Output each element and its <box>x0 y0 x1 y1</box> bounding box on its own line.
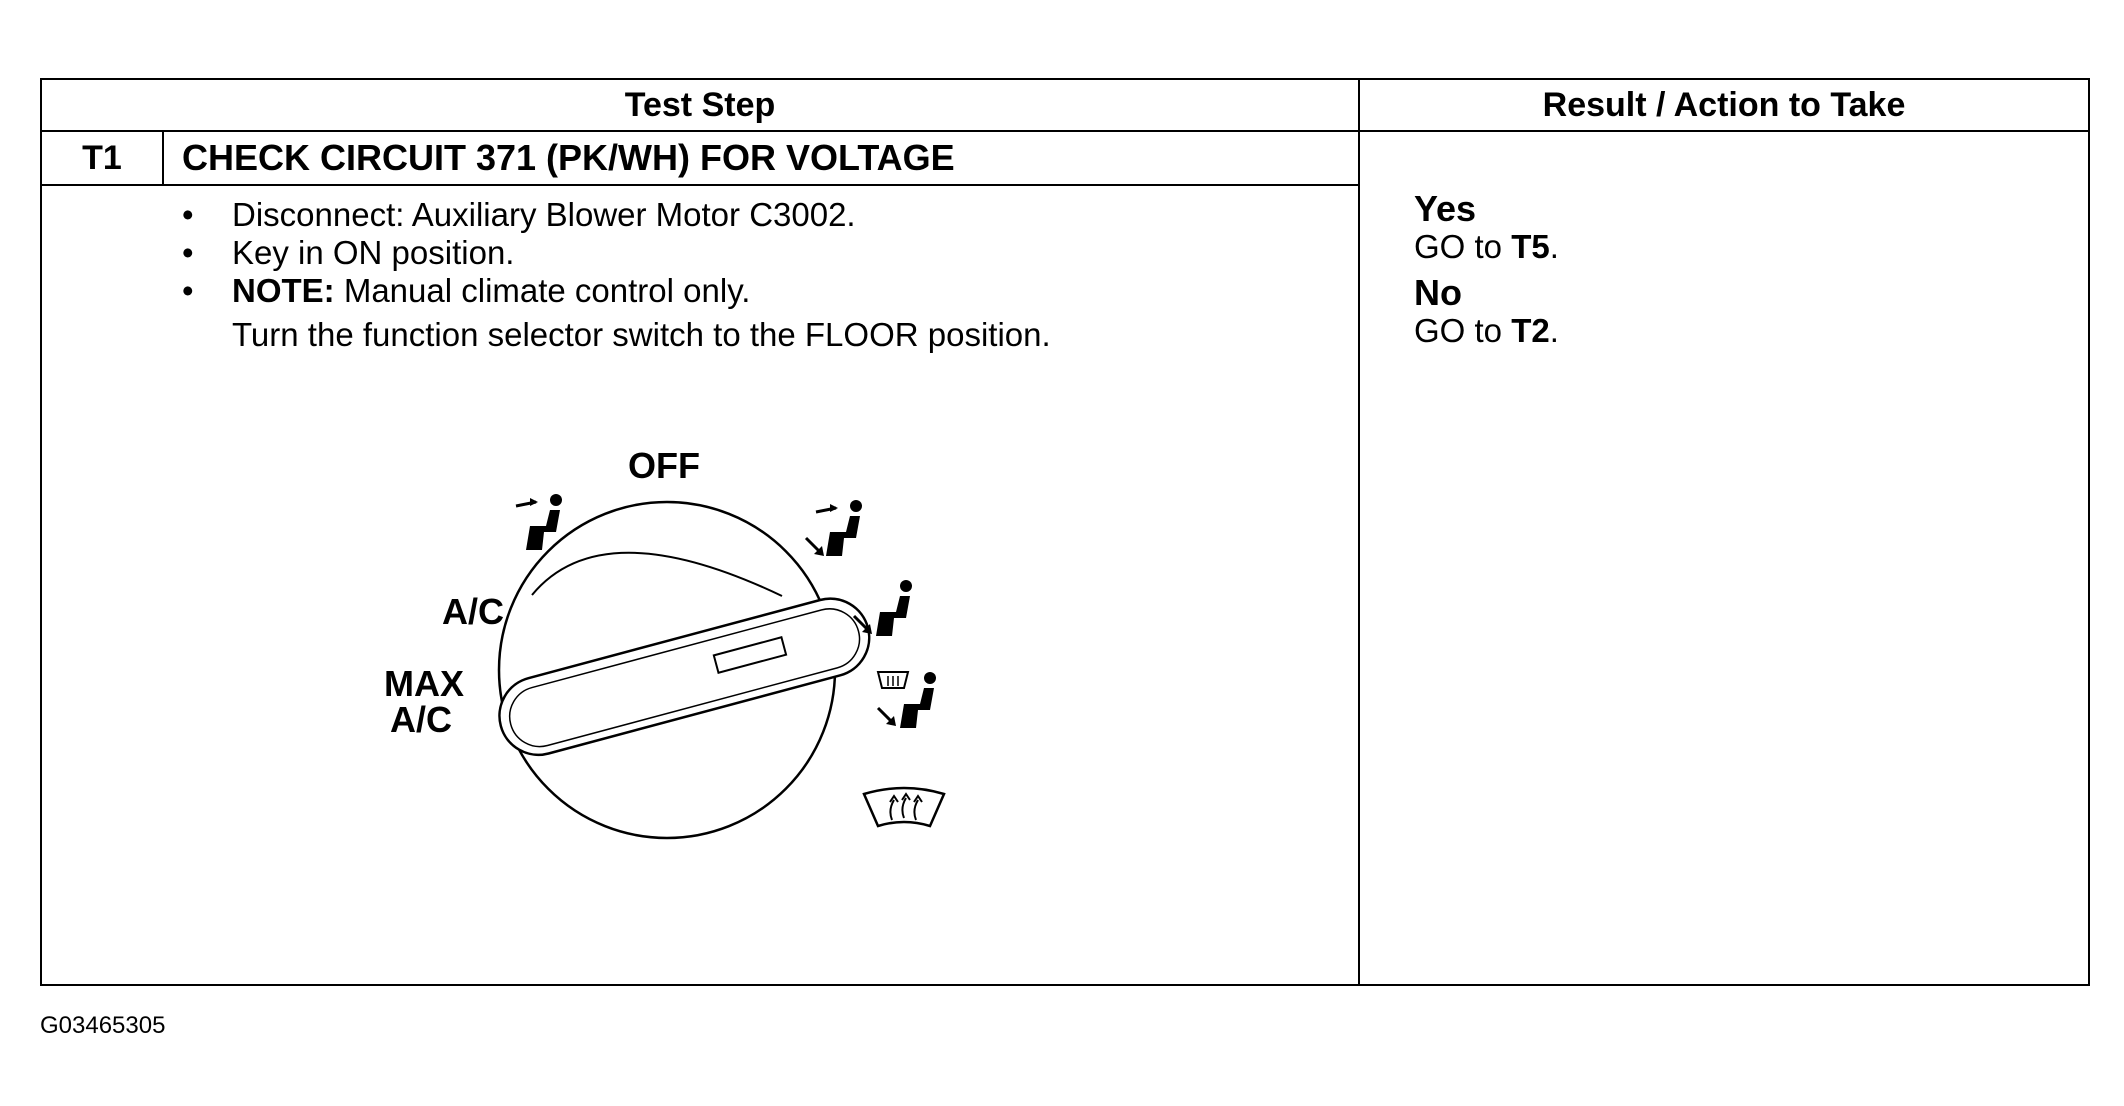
go-target: T5 <box>1511 228 1550 265</box>
test-step-header: Test Step <box>42 80 1358 132</box>
list-item: • Disconnect: Auxiliary Blower Motor C30… <box>172 196 1051 234</box>
knob-rim <box>531 551 783 597</box>
bullet: • <box>182 196 194 233</box>
panel-vent-icon <box>515 494 562 550</box>
result-answer-no: No <box>1414 272 1462 313</box>
go-suffix: . <box>1549 228 1559 265</box>
function-selector-diagram: OFF A/C MAX A/C <box>384 445 946 840</box>
instruction-continuation: Turn the function selector switch to the… <box>232 316 1051 353</box>
go-suffix: . <box>1549 312 1559 349</box>
floor-defrost-icon <box>876 671 936 728</box>
go-prefix: GO to <box>1414 312 1512 349</box>
result-action-yes: GO to T5. <box>1414 228 1559 266</box>
instruction-text: Key in ON position. <box>232 234 515 271</box>
list-item: • Key in ON position. <box>172 234 1051 272</box>
step-id: T1 <box>42 132 164 184</box>
go-prefix: GO to <box>1414 228 1512 265</box>
instruction-list: • Disconnect: Auxiliary Blower Motor C30… <box>172 196 1051 354</box>
label-max-ac: A/C <box>390 699 452 740</box>
result-column: Result / Action to Take Yes GO to T5. No… <box>1360 80 2088 984</box>
note-label: NOTE: <box>232 272 335 309</box>
label-ac: A/C <box>442 591 504 632</box>
result-list: Yes GO to T5. No GO to T2. <box>1414 190 1559 358</box>
floor-icon <box>852 580 912 636</box>
bullet: • <box>182 234 194 271</box>
instruction-text: Disconnect: Auxiliary Blower Motor C3002… <box>232 196 856 233</box>
step-row: T1 CHECK CIRCUIT 371 (PK/WH) FOR VOLTAGE <box>42 132 1358 186</box>
result-header: Result / Action to Take <box>1360 80 2088 132</box>
label-off: OFF <box>628 445 700 486</box>
test-step-table: Test Step T1 CHECK CIRCUIT 371 (PK/WH) F… <box>40 78 2090 986</box>
instruction-text: Manual climate control only. <box>334 272 751 309</box>
result-action-no: GO to T2. <box>1414 312 1559 350</box>
selector-pointer <box>498 597 871 757</box>
panel-floor-icon <box>804 500 862 556</box>
list-item: • NOTE: Manual climate control only. <box>172 272 1051 310</box>
defrost-icon <box>862 786 946 828</box>
step-title: CHECK CIRCUIT 371 (PK/WH) FOR VOLTAGE <box>182 137 955 178</box>
test-step-column: Test Step T1 CHECK CIRCUIT 371 (PK/WH) F… <box>42 80 1360 984</box>
go-target: T2 <box>1511 312 1550 349</box>
bullet: • <box>182 272 194 309</box>
pointer-window <box>712 636 788 674</box>
figure-id: G03465305 <box>40 1012 166 1039</box>
result-answer-yes: Yes <box>1414 188 1477 229</box>
label-max: MAX <box>384 663 464 704</box>
